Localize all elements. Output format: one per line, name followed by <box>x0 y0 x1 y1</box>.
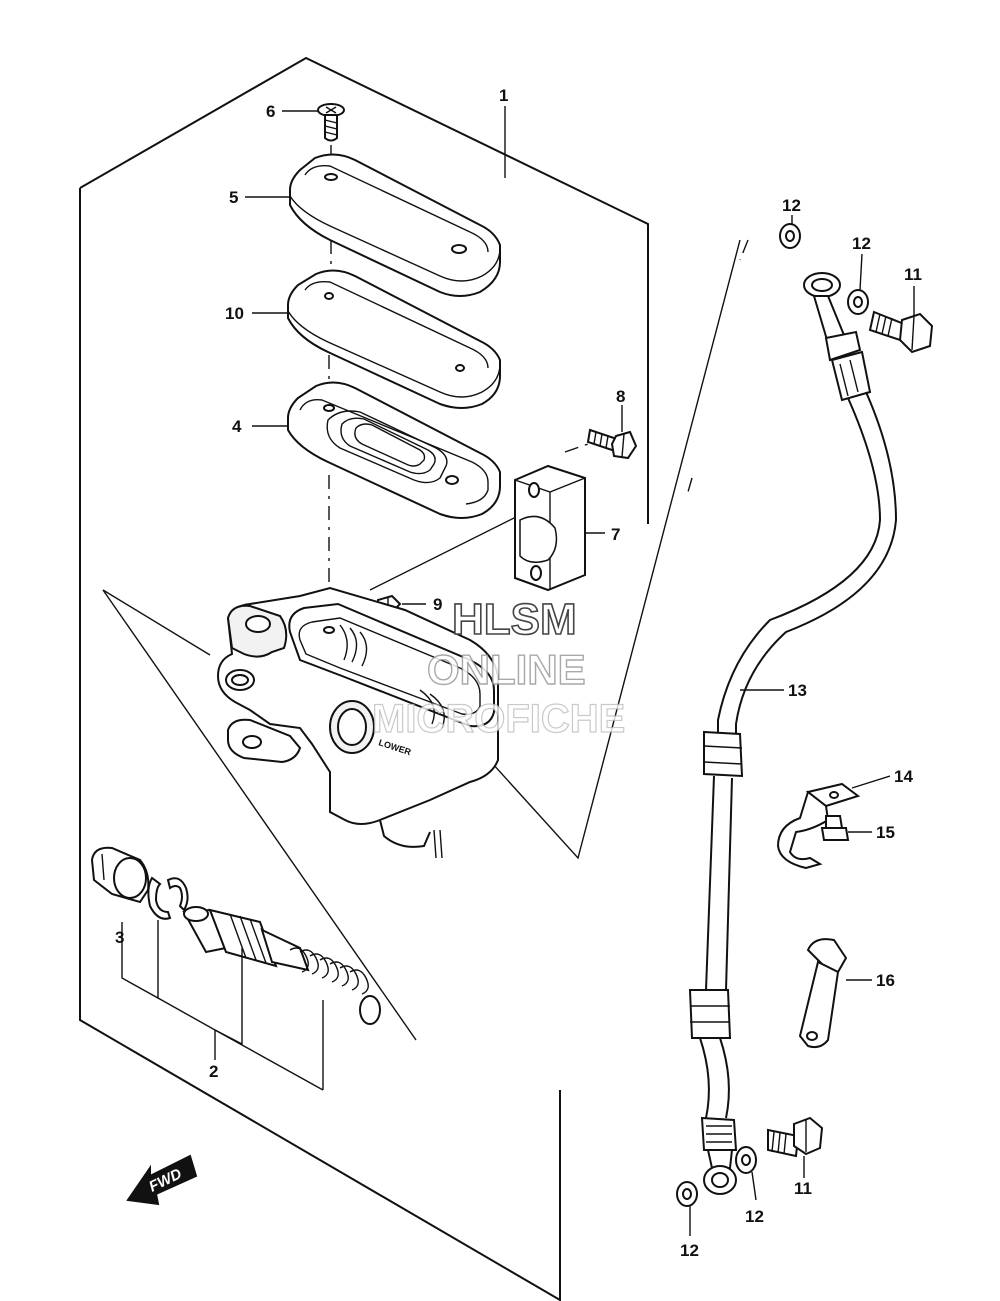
assembly-outline <box>79 56 649 1301</box>
forward-arrow-icon: FWD <box>126 1154 198 1206</box>
callout-label: 10 <box>225 304 244 323</box>
callout-label: 11 <box>794 1179 812 1198</box>
spring-part <box>289 947 381 1025</box>
snap-ring-part <box>147 876 189 920</box>
diaphragm-part <box>287 381 501 519</box>
callout-label: 12 <box>852 234 871 253</box>
screw-part <box>317 103 345 142</box>
washer-part <box>847 289 869 315</box>
callout-label: 2 <box>209 1062 218 1081</box>
piston-boot-part <box>90 846 150 904</box>
callout-label: 12 <box>745 1207 764 1226</box>
callout-label: 15 <box>876 823 895 842</box>
watermark-line2: ONLINE <box>427 646 586 693</box>
callout-label: 6 <box>266 102 275 121</box>
callout-label: 12 <box>782 196 801 215</box>
piston-part <box>182 906 310 972</box>
callout-label: 8 <box>616 387 625 406</box>
callout-label: 11 <box>904 265 922 284</box>
diaphragm-plate-part <box>287 269 501 409</box>
watermark-line1: HLSM <box>452 595 577 644</box>
clamp-bolt-part <box>820 815 850 841</box>
callout-label: 5 <box>229 188 238 207</box>
washer-part <box>735 1146 757 1174</box>
callout-label: 3 <box>115 928 124 947</box>
hose-bracket-part <box>798 938 848 1049</box>
washer-part <box>676 1181 698 1207</box>
watermark-line3: MICROFICHE <box>372 697 625 741</box>
clamp-bolt-part <box>586 428 638 460</box>
reservoir-cap-part <box>289 153 501 297</box>
callout-label: 12 <box>680 1241 699 1260</box>
callout-label: 16 <box>876 971 895 990</box>
callout-label: 13 <box>788 681 807 700</box>
callout-label: 9 <box>433 595 442 614</box>
banjo-bolt-part <box>868 310 934 354</box>
banjo-bolt-part <box>767 1116 824 1158</box>
hose-clamp-part <box>776 782 861 870</box>
washer-part <box>779 223 801 249</box>
brake-hose-part <box>688 272 898 1195</box>
callout-label: 4 <box>232 417 242 436</box>
master-cylinder-body <box>216 586 499 859</box>
callout-label: 7 <box>611 525 620 544</box>
callout-label: 1 <box>499 86 508 105</box>
handlebar-clamp-part <box>514 464 586 592</box>
callout-label: 14 <box>894 767 913 786</box>
